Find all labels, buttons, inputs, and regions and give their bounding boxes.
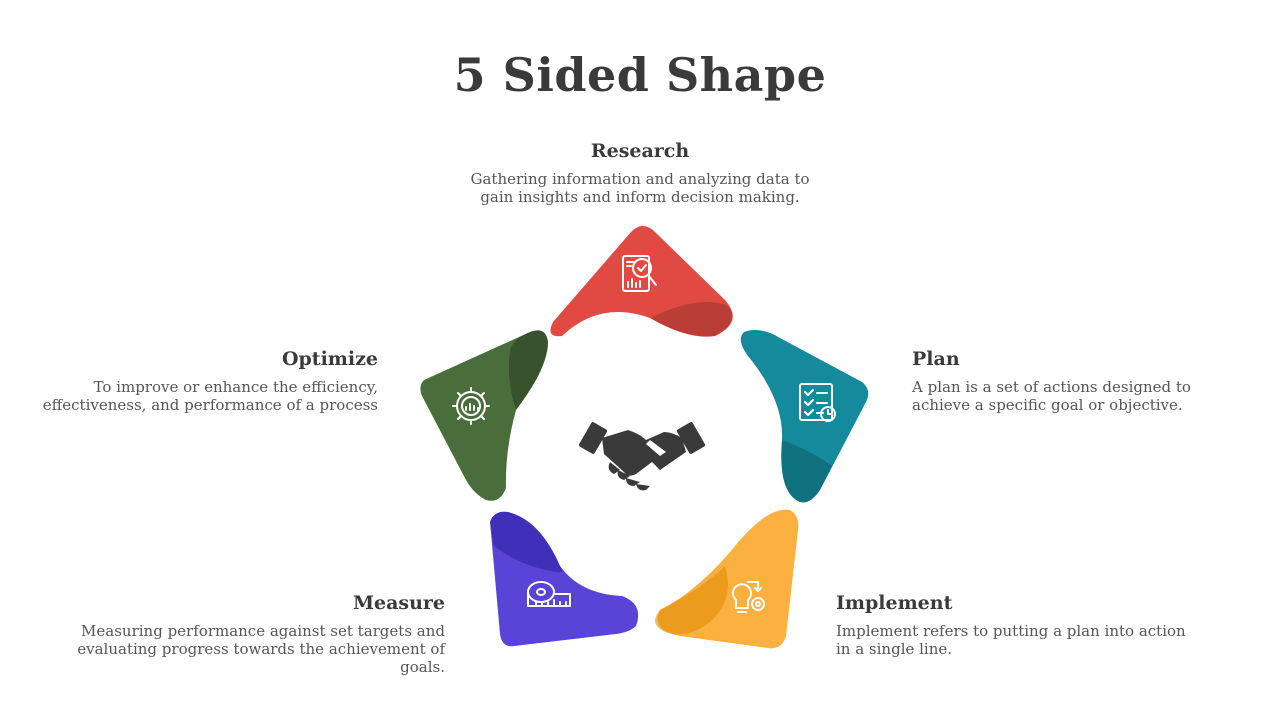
checklist-icon	[799, 383, 836, 422]
measuring-tape-icon	[527, 581, 571, 607]
plan-description: A plan is a set of actions designed to a…	[912, 378, 1191, 414]
optimize-description: To improve or enhance the efficiency, ef…	[42, 378, 378, 414]
measure-description: Measuring performance against set target…	[77, 622, 445, 676]
implement-petal	[655, 509, 799, 649]
optimize-heading: Optimize	[281, 348, 378, 370]
page-title: 5 Sided Shape	[453, 48, 827, 102]
research-petal	[550, 226, 734, 337]
optimize-text: Optimize To improve or enhance the effic…	[40, 348, 378, 414]
handshake-icon	[578, 422, 706, 491]
implement-description: Implement refers to putting a plan into …	[836, 622, 1186, 658]
implement-text: Implement Implement refers to putting a …	[836, 592, 1196, 658]
measure-text: Measure Measuring performance against se…	[40, 592, 445, 676]
idea-gears-icon	[732, 581, 765, 613]
optimize-petal	[420, 330, 548, 501]
plan-petal	[740, 330, 869, 503]
plan-heading: Plan	[912, 348, 960, 370]
plan-text: Plan A plan is a set of actions designed…	[912, 348, 1252, 414]
implement-heading: Implement	[836, 592, 953, 614]
measure-heading: Measure	[352, 592, 445, 614]
measure-petal	[490, 511, 639, 647]
research-report-icon	[622, 255, 657, 292]
research-description: Gathering information and analyzing data…	[470, 170, 810, 206]
research-text: Research Gathering information and analy…	[460, 140, 820, 206]
optimize-gear-icon	[452, 387, 490, 425]
research-heading: Research	[590, 140, 690, 162]
